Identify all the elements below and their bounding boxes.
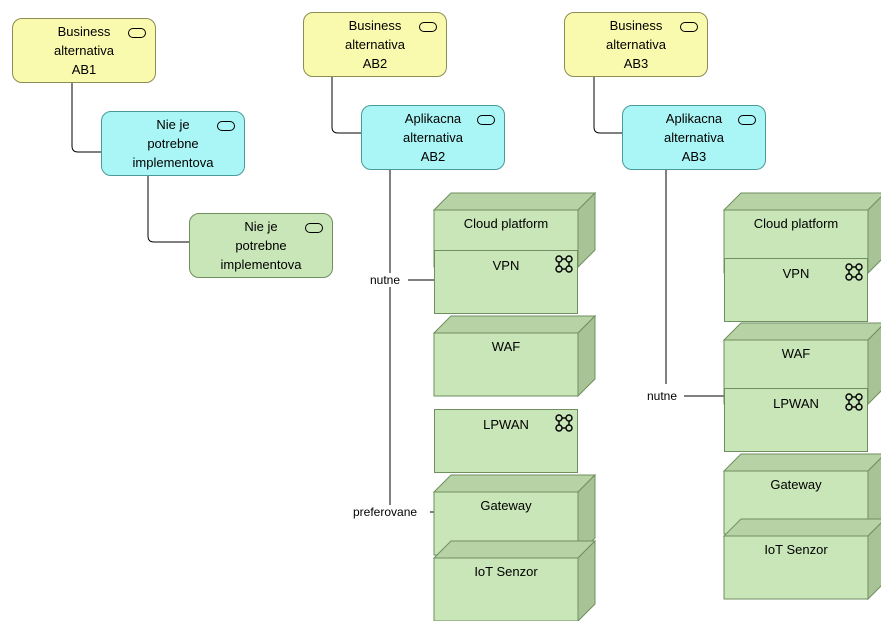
ab2-business-to-app-line bbox=[331, 76, 362, 134]
node-flat-shape bbox=[434, 250, 578, 314]
node-flat-shape bbox=[434, 409, 578, 473]
business-ab3-label: Business alternativa AB3 bbox=[606, 18, 666, 71]
ab3-node-label: IoT Senzor bbox=[764, 542, 828, 557]
node-3d-shape bbox=[432, 539, 597, 621]
aplikacna-alternativa-ab2[interactable]: Aplikacna alternativa AB2 bbox=[361, 105, 505, 170]
business-alternativa-ab3[interactable]: Business alternativa AB3 bbox=[564, 12, 708, 77]
ab2-node-label: VPN bbox=[492, 258, 520, 273]
ab3-node-label: WAF bbox=[781, 346, 811, 361]
app-service-icon bbox=[217, 121, 235, 131]
ab1-business-to-app-line bbox=[71, 82, 103, 153]
network-icon bbox=[845, 263, 863, 281]
app-service-icon bbox=[738, 115, 756, 125]
app-ab3-label: Aplikacna alternativa AB3 bbox=[664, 111, 724, 164]
tech-service-icon bbox=[305, 223, 323, 233]
ab2-node-label: WAF bbox=[491, 339, 521, 354]
ab2-node-label: Cloud platform bbox=[463, 216, 549, 231]
network-icon bbox=[845, 393, 863, 411]
ab2-node-label: IoT Senzor bbox=[474, 564, 538, 579]
ab3-nutne-label: nutne bbox=[647, 389, 678, 403]
ab2-node-label: LPWAN bbox=[483, 417, 529, 432]
ab3-node-label: Cloud platform bbox=[753, 216, 839, 231]
network-icon bbox=[555, 414, 573, 432]
ab1-app-to-tech-line bbox=[147, 176, 191, 243]
ab2-nutne-label: nutne bbox=[370, 273, 401, 287]
business-service-icon bbox=[680, 22, 698, 32]
ab3-business-to-app-line bbox=[593, 76, 623, 134]
app-ab1-label: Nie je potrebne implementova bbox=[132, 117, 214, 170]
ab3-node-label: VPN bbox=[782, 266, 810, 281]
node-flat-shape bbox=[724, 258, 868, 322]
app-service-icon bbox=[477, 115, 495, 125]
business-alternativa-ab1[interactable]: Business alternativa AB1 bbox=[12, 18, 156, 83]
business-service-icon bbox=[419, 22, 437, 32]
ab2-preferovane-label: preferovane bbox=[353, 505, 418, 519]
business-alternativa-ab2[interactable]: Business alternativa AB2 bbox=[303, 12, 447, 77]
node-3d-shape bbox=[432, 314, 597, 398]
network-icon bbox=[555, 255, 573, 273]
tech-ab1-nie-je-potrebne[interactable]: Nie je potrebne implementova bbox=[189, 213, 333, 278]
ab3-node-label: LPWAN bbox=[773, 396, 819, 411]
app-ab1-nie-je-potrebne[interactable]: Nie je potrebne implementova bbox=[101, 111, 245, 176]
ab2-node-label: Gateway bbox=[480, 498, 532, 513]
app-ab2-label: Aplikacna alternativa AB2 bbox=[403, 111, 463, 164]
aplikacna-alternativa-ab3[interactable]: Aplikacna alternativa AB3 bbox=[622, 105, 766, 170]
business-service-icon bbox=[128, 28, 146, 38]
node-flat-shape bbox=[724, 388, 868, 452]
business-ab2-label: Business alternativa AB2 bbox=[345, 18, 405, 71]
business-ab1-label: Business alternativa AB1 bbox=[54, 24, 114, 77]
ab3-node-label: Gateway bbox=[770, 477, 822, 492]
node-3d-shape bbox=[722, 518, 881, 601]
tech-ab1-label: Nie je potrebne implementova bbox=[220, 219, 302, 272]
